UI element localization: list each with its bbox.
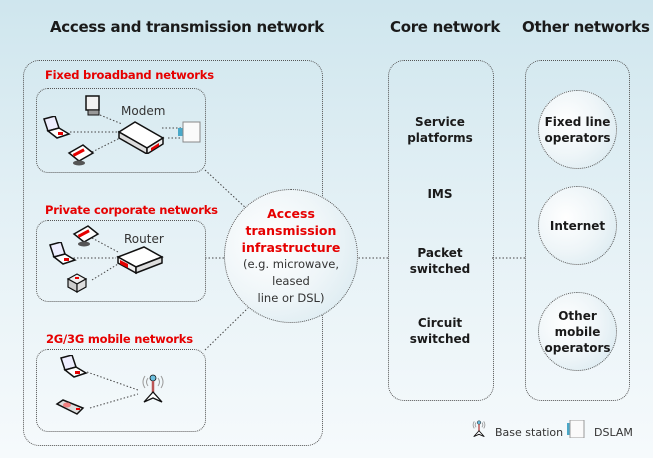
mobile-networks-title: 2G/3G mobile networks <box>46 332 193 346</box>
private-corporate-box <box>36 220 206 302</box>
fixed-broadband-title: Fixed broadband networks <box>45 68 214 82</box>
connector-fixed-hub <box>204 169 249 211</box>
other-item-line: operators <box>544 130 611 145</box>
core-item-circuit-switched: Circuit switched <box>375 315 505 347</box>
desktop-monitor-icon <box>85 95 100 116</box>
core-item-ims: IMS <box>375 186 505 202</box>
core-item-line: Circuit <box>417 316 463 330</box>
hub-sub-line1: (e.g. microwave, leased <box>242 257 340 288</box>
laptop-icon <box>49 242 77 265</box>
router-label: Router <box>124 232 164 246</box>
printer-icon <box>66 273 88 294</box>
other-item-line: Other <box>558 308 597 323</box>
hub-title-line2: transmission <box>245 223 337 238</box>
other-networks-box <box>525 60 630 401</box>
other-fixed-line-operators: Fixed line operators <box>538 90 617 169</box>
connector-mobile-hub <box>204 307 249 351</box>
laptop-icon <box>43 116 71 139</box>
mobile-networks-box <box>36 349 206 432</box>
legend-base-station-label: Base station <box>495 426 564 439</box>
core-item-line: platforms <box>407 131 473 145</box>
legend-base-station-icon <box>472 420 486 438</box>
mobile-phone-icon <box>55 399 85 415</box>
private-corporate-title: Private corporate networks <box>45 203 218 217</box>
desk-phone-icon <box>67 144 95 166</box>
core-item-line: switched <box>409 262 471 276</box>
other-internet: Internet <box>538 186 617 265</box>
base-station-icon <box>142 374 164 403</box>
modem-icon <box>117 121 165 154</box>
other-item-line: operators <box>544 340 611 355</box>
core-network-box <box>388 60 494 401</box>
other-item-line: Internet <box>549 218 606 233</box>
hub-sub-line2: line or DSL) <box>257 291 325 305</box>
hub-title-line1: Access <box>267 206 315 221</box>
fixed-broadband-box <box>36 88 206 173</box>
core-item-line: Service <box>415 115 465 129</box>
core-item-service-platforms: Service platforms <box>375 114 505 146</box>
access-transmission-infrastructure: Access transmission infrastructure (e.g.… <box>224 189 358 323</box>
laptop-icon <box>60 355 88 378</box>
core-item-line: switched <box>409 332 471 346</box>
core-item-line: Packet <box>417 246 463 260</box>
core-item-packet-switched: Packet switched <box>375 245 505 277</box>
other-mobile-operators: Other mobile operators <box>538 292 617 371</box>
core-item-line: IMS <box>427 187 453 201</box>
hub-title-line3: infrastructure <box>241 240 341 255</box>
desk-phone-icon <box>72 225 100 247</box>
header-core: Core network <box>390 18 501 36</box>
legend-dslam-label: DSLAM <box>594 426 633 439</box>
header-access: Access and transmission network <box>50 18 324 36</box>
other-item-line: mobile <box>554 324 601 339</box>
dslam-icon <box>178 121 201 143</box>
router-icon <box>116 246 164 275</box>
legend-dslam-icon <box>567 420 585 438</box>
header-other: Other networks <box>522 18 650 36</box>
other-item-line: Fixed line <box>544 114 611 129</box>
modem-label: Modem <box>121 104 166 118</box>
